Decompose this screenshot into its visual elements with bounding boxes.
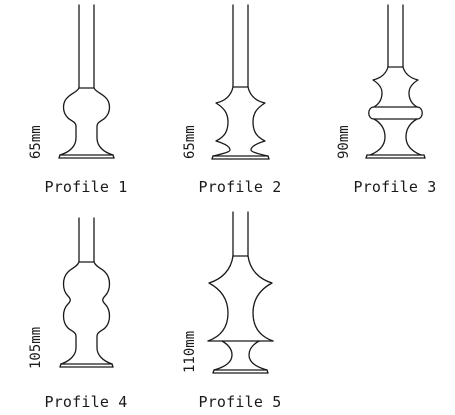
profile-4-base-side-r xyxy=(111,363,114,368)
profile-3-lower-left xyxy=(369,118,386,156)
profile-4-height-label: 105mm xyxy=(28,326,44,369)
profile-2-right-outline xyxy=(247,86,269,157)
profile-5-upper-right xyxy=(247,255,274,342)
profile-3-base-side-r xyxy=(423,154,426,159)
profile-3-lower-right xyxy=(405,118,422,156)
profile-4-shape xyxy=(59,217,114,368)
profile-5-base-side-l xyxy=(212,369,215,374)
profile-1-shape xyxy=(58,4,115,159)
profile-3-upper-left xyxy=(372,66,389,108)
profile-2-base-side-r xyxy=(267,155,270,160)
profile-2-height-label: 65mm xyxy=(182,125,198,159)
profile-3-base-side-l xyxy=(365,154,368,159)
profile-1-left-outline xyxy=(59,87,80,156)
profile-5-base-side-r xyxy=(266,369,269,374)
profile-1-base-side-r xyxy=(112,154,115,159)
profile-1-label: Profile 1 xyxy=(44,178,128,196)
profile-3-height-label: 90mm xyxy=(336,125,352,159)
profile-5-shape xyxy=(207,211,274,374)
profile-2-label: Profile 2 xyxy=(198,178,282,196)
profile-4-right-outline xyxy=(93,261,113,365)
profile-3-shape xyxy=(365,4,426,159)
profile-2-base-side-l xyxy=(211,155,214,160)
profile-5-lower-right xyxy=(248,340,268,371)
profile-1-height-label: 65mm xyxy=(28,125,44,159)
profile-3-label: Profile 3 xyxy=(353,178,437,196)
profile-3-ring xyxy=(368,106,423,120)
profile-2-shape xyxy=(211,4,270,160)
profile-5-lower-left xyxy=(213,340,233,371)
profile-5-upper-left xyxy=(207,255,234,342)
profile-4-left-outline xyxy=(60,261,80,365)
profile-4-base-side-l xyxy=(59,363,62,368)
profile-5-height-label: 110mm xyxy=(182,330,198,373)
profile-4-label: Profile 4 xyxy=(44,393,128,411)
profile-3-upper-right xyxy=(402,66,419,108)
profile-5-label: Profile 5 xyxy=(198,393,282,411)
profile-1-right-outline xyxy=(93,87,114,156)
profile-1-base-side-l xyxy=(58,154,61,159)
profile-2-left-outline xyxy=(212,86,234,157)
